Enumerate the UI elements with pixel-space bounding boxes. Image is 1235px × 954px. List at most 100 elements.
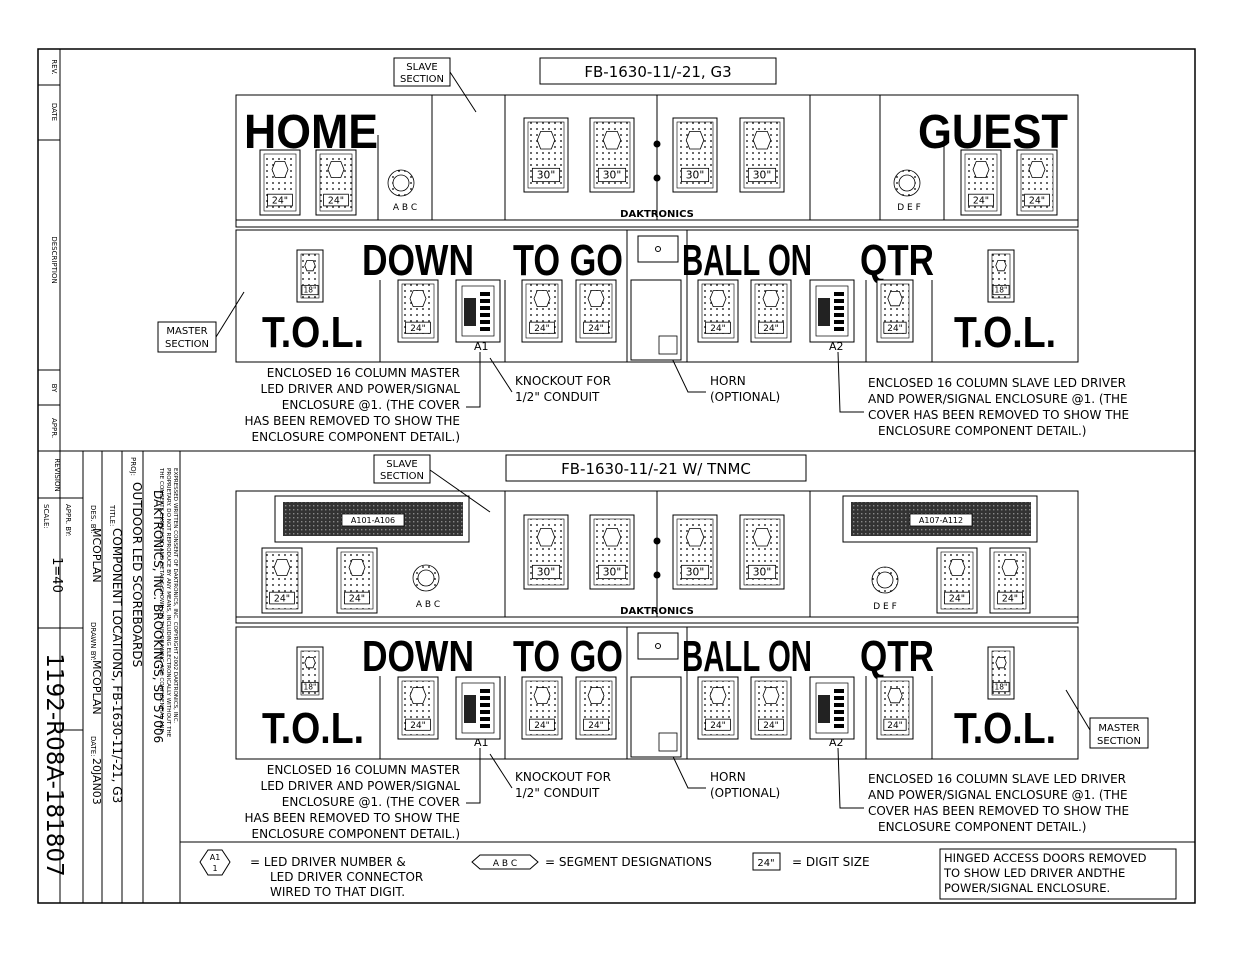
legend-digit-box: [752, 852, 781, 871]
legend-digit-size: 24": [757, 858, 774, 869]
top-a2-label: A2: [829, 340, 844, 353]
top-knockout-1: KNOCKOUT FOR: [515, 374, 611, 388]
title-value: COMPONENT LOCATIONS, FB-1630-11/-21, G3: [110, 528, 124, 803]
legend-driver-text-2: LED DRIVER CONNECTOR: [270, 870, 423, 884]
top-slave-enclosure: [809, 279, 855, 343]
top-slave-label-2: SECTION: [400, 74, 444, 85]
bottom-knockout-1: KNOCKOUT FOR: [515, 770, 611, 784]
top-view-title: FB-1630-11/-21, G3: [584, 63, 731, 81]
bottom-abc-label: A B C: [416, 600, 440, 610]
top-down-digit: 24": [397, 279, 439, 343]
appr-by-label: APPR. BY:: [64, 504, 72, 536]
legend-note-2: TO SHOW LED DRIVER ANDTHE: [943, 866, 1125, 880]
tnmc-right-label: A107-A112: [919, 516, 963, 525]
top-home-digit-1-size: 24": [272, 195, 288, 206]
top-view: FB-1630-11/-21, G3 SLAVE SECTION HOME GU…: [157, 57, 1079, 363]
top-horn: [630, 279, 682, 361]
top-lower-section: [235, 229, 1079, 363]
bottom-guest-segment-driver: [871, 566, 899, 594]
top-down-digit-size: 24": [410, 324, 425, 334]
top-togo-digit-1-size: 24": [534, 324, 549, 334]
bottom-slave-label-2: SECTION: [380, 471, 424, 482]
company-name: DAKTRONICS, INC. BROOKINGS, SD 57006: [151, 490, 165, 743]
top-ballon-digit-1: 24": [697, 279, 739, 343]
bottom-clock-digit-2: 30": [589, 514, 635, 590]
top-clock-digit-2: 30": [589, 117, 635, 193]
legend-segment-text: = SEGMENT DESIGNATIONS: [545, 855, 712, 869]
bottom-togo-digit-1-size: 24": [534, 721, 549, 731]
top-callouts: ENCLOSED 16 COLUMN MASTER LED DRIVER AND…: [245, 349, 1129, 444]
bottom-master-enclosure-3: ENCLOSURE @1. (THE COVER: [282, 795, 460, 809]
bottom-callouts: ENCLOSED 16 COLUMN MASTER LED DRIVER AND…: [245, 745, 1129, 841]
top-togo-digit-2: 24": [575, 279, 617, 343]
bottom-tol-left-digit: 18": [296, 646, 324, 700]
bottom-ballon-digit-2-size: 24": [763, 721, 778, 731]
date-value: 20JAN03: [90, 758, 103, 805]
proj-label: PROJ:: [129, 457, 137, 476]
top-tol-left-label: T.O.L.: [262, 308, 364, 357]
top-tol-right-digit-size: 18": [995, 286, 1008, 295]
bottom-guest-digit-1-size: 24": [949, 593, 965, 604]
bottom-togo-digit-2-size: 24": [588, 721, 603, 731]
des-by-label: DES. BY:: [89, 505, 97, 534]
bottom-clock-digit-4: 30": [739, 514, 785, 590]
bottom-to-go-label: TO GO: [513, 632, 623, 681]
bottom-slave-label-1: SLAVE: [386, 459, 418, 470]
bottom-togo-digit-2: 24": [575, 676, 617, 740]
sheet-border: [37, 48, 1196, 904]
top-tol-right-digit: 18": [987, 249, 1015, 303]
bottom-master-label-box: [1089, 717, 1149, 749]
bottom-lower-section: [235, 626, 1079, 760]
bottom-view: FB-1630-11/-21 W/ TNMC SLAVE SECTION A10…: [235, 454, 1149, 760]
bottom-tol-right-label: T.O.L.: [954, 704, 1056, 753]
by-label: BY: [50, 384, 58, 393]
top-clock-digit-4: 30": [739, 117, 785, 193]
date-label: DATE: [50, 103, 58, 121]
top-knockout-2: 1/2" CONDUIT: [515, 390, 600, 404]
legend-segment-letters: A B C: [493, 859, 517, 869]
top-home-digit-2: 24": [315, 149, 357, 216]
top-ball-on-label: BALL ON: [682, 236, 812, 285]
top-ballon-digit-2: 24": [750, 279, 792, 343]
top-guest-digit-1-size: 24": [973, 195, 989, 206]
confidential-line-2: PROPRIETARY. DO NOT REPRODUCE BY ANY MEA…: [165, 468, 171, 738]
top-lower-labels: DOWN TO GO BALL ON QTR T.O.L. T.O.L. A1 …: [262, 236, 1056, 357]
top-master-label-2: SECTION: [165, 339, 209, 350]
bottom-down-digit-size: 24": [410, 721, 425, 731]
top-tol-left-digit: 18": [296, 249, 324, 303]
bottom-ball-on-label: BALL ON: [682, 632, 812, 681]
bottom-guest-digit-1: 24": [936, 547, 978, 614]
top-home-digit-2-size: 24": [328, 195, 344, 206]
bottom-lower-labels: DOWN TO GO BALL ON QTR T.O.L. T.O.L. A1 …: [262, 632, 1056, 753]
bottom-home-segment-driver: [412, 564, 440, 592]
top-tol-right-label: T.O.L.: [954, 308, 1056, 357]
legend-driver-top: A1: [210, 853, 221, 862]
revision-block: REV. DATE DESCRIPTION BY APPR.: [38, 49, 180, 452]
revision-label: REVISION: [53, 458, 61, 491]
bottom-tol-left-label: T.O.L.: [262, 704, 364, 753]
bottom-master-enclosure-4: HAS BEEN REMOVED TO SHOW THE: [245, 811, 461, 825]
top-horn-1: HORN: [710, 374, 746, 388]
title-block: REVISION APPR. BY: SCALE: 1=40 1192-R08A…: [38, 451, 181, 903]
bottom-qtr-digit-size: 24": [887, 721, 902, 731]
top-slave-enclosure-2: AND POWER/SIGNAL ENCLOSURE @1. (THE: [868, 392, 1128, 406]
top-slave-label-1: SLAVE: [406, 62, 438, 73]
bottom-view-title-box: [505, 454, 807, 482]
top-master-enclosure: [455, 279, 501, 343]
confidential-line-3: EXPRESSED WRITTEN CONSENT OF DAKTRONICS,…: [172, 468, 178, 723]
top-clock-digit-1-size: 30": [537, 169, 555, 182]
top-clock-digit-3: 30": [672, 117, 718, 193]
drawing-number: 1192-R08A-181807: [41, 653, 67, 876]
top-master-label-1: MASTER: [166, 326, 207, 337]
bottom-guest-digit-2-size: 24": [1002, 593, 1018, 604]
title-label: TITLE:: [108, 504, 116, 526]
top-clock-digit-3-size: 30": [686, 169, 704, 182]
top-slave-enclosure-1: ENCLOSED 16 COLUMN SLAVE LED DRIVER: [868, 376, 1126, 390]
top-qtr-digit: 24": [876, 279, 914, 343]
bottom-slave-enclosure-3: COVER HAS BEEN REMOVED TO SHOW THE: [868, 804, 1129, 818]
bottom-master-enclosure-2: LED DRIVER AND POWER/SIGNAL: [261, 779, 461, 793]
bottom-home-digit-2-size: 24": [349, 593, 365, 604]
top-togo-digit-1: 24": [521, 279, 563, 343]
top-guest-digit-2: 24": [1016, 149, 1058, 216]
